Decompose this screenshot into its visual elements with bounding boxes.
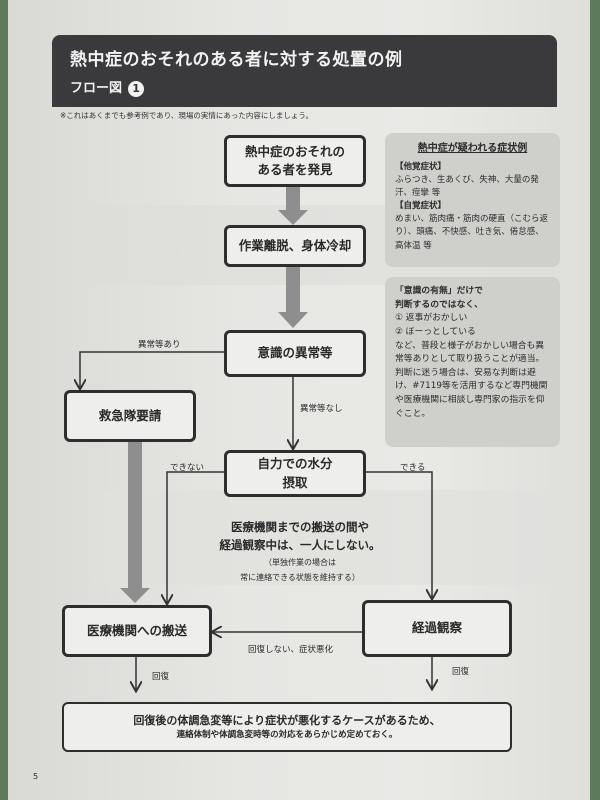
label-not-recovered: 回復しない、症状悪化: [248, 645, 334, 655]
step-transport-hospital: 医療機関への搬送: [62, 605, 212, 657]
symptoms-title: 熱中症が疑われる症状例: [417, 143, 528, 154]
label-abnormal-yes: 異常等あり: [138, 340, 181, 350]
judgement-panel: 「意識の有無」だけで 判断するのではなく、 ① 返事がおかしい ② ぼーっとして…: [385, 277, 560, 447]
step-call-ambulance: 救急隊要請: [64, 390, 196, 442]
judgement-item: ② ぼーっとしている: [395, 326, 476, 337]
label-cannot: できない: [170, 463, 205, 473]
note-sub: 常に連絡できる状態を維持する）: [240, 572, 360, 582]
page-number: 5: [33, 772, 39, 781]
number-badge: 1: [128, 81, 145, 97]
follow-up-line: 連絡体制や体調急変時等の対応をあらかじめ定めておく。: [176, 729, 398, 740]
judgement-item: ① 返事がおかしい: [395, 313, 468, 324]
follow-up-line: 回復後の体調急変等により症状が悪化するケースがあるため、: [133, 713, 441, 727]
gray-arrow: [278, 187, 308, 225]
supervision-note: 医療機関までの搬送の間や 経過観察中は、一人にしない。 （単独作業の場合は 常に…: [175, 518, 425, 584]
page-header: 熱中症のおそれのある者に対する処置の例 フロー図 1: [52, 35, 557, 107]
gray-arrow: [278, 267, 308, 328]
page-title: 熱中症のおそれのある者に対する処置の例: [70, 50, 403, 70]
label-abnormal-no: 異常等なし: [300, 404, 343, 414]
step-discover: 熱中症のおそれのある者を発見: [224, 135, 366, 187]
page-subtitle: フロー図 1: [70, 77, 145, 97]
judgement-advice: 判断に迷う場合は、安易な判断は避け、#7119等を活用するなど専門機関や医療機関…: [395, 367, 548, 419]
symptoms-text: ふらつき、生あくび、失神、大量の発汗、痙攣 等: [395, 174, 539, 198]
follow-up-box: 回復後の体調急変等により症状が悪化するケースがあるため、 連絡体制や体調急変時等…: [62, 702, 512, 752]
step-cool-down: 作業離脱、身体冷却: [224, 225, 366, 267]
symptoms-text: めまい、筋肉痛・筋肉の硬直（こむら返り）、頭痛、不快感、吐き気、倦怠感、高体温 …: [395, 214, 549, 251]
judgement-body: など、普段と様子がおかしい場合も異常等ありとして取り扱うことが適当。: [395, 340, 545, 365]
note-line: 医療機関までの搬送の間や: [231, 520, 369, 534]
symptoms-panel: 熱中症が疑われる症状例 【他覚症状】 ふらつき、生あくび、失神、大量の発汗、痙攣…: [385, 133, 560, 267]
note-sub: （単独作業の場合は: [264, 557, 336, 567]
step-label: 熱中症のおそれのある者を発見: [244, 143, 345, 177]
label-can: できる: [400, 463, 426, 473]
step-label: 経過観察: [411, 620, 462, 636]
step-label: 意識の異常等: [257, 345, 333, 361]
step-label: 自力での水分摂取: [257, 456, 333, 490]
subtitle-text: フロー図: [70, 81, 123, 96]
note-line: 経過観察中は、一人にしない。: [219, 538, 381, 553]
step-label: 作業離脱、身体冷却: [238, 237, 352, 253]
disclaimer-note: ※これはあくまでも参考例であり、現場の実情にあった内容にしましょう。: [60, 111, 313, 120]
symptoms-heading: 【他覚症状】: [395, 161, 447, 172]
step-hydration: 自力での水分摂取: [224, 450, 366, 497]
label-recovered-left: 回復: [152, 672, 170, 682]
step-consciousness-check: 意識の異常等: [224, 330, 366, 377]
symptoms-heading: 【自覚症状】: [395, 201, 447, 212]
step-label: 医療機関への搬送: [86, 622, 187, 638]
judgement-lead: 「意識の有無」だけで: [395, 286, 483, 296]
step-label: 救急隊要請: [98, 407, 162, 423]
judgement-lead: 判断するのではなく、: [395, 299, 483, 310]
gray-arrow: [120, 442, 150, 603]
step-observation: 経過観察: [362, 600, 512, 657]
faded-background-panel: [90, 490, 560, 585]
label-recovered-right: 回復: [452, 667, 470, 677]
